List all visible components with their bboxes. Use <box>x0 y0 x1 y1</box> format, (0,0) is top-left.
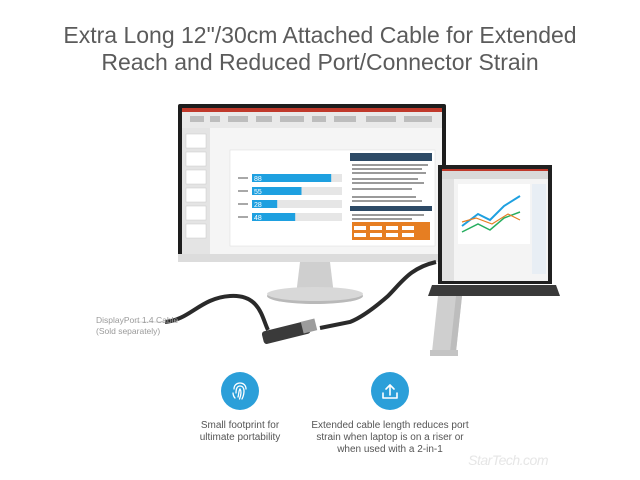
feature-extended-cable: Extended cable length reduces port strai… <box>300 372 480 456</box>
bar-category-mark <box>238 203 248 205</box>
feature-2-line-1: Extended cable length reduces port <box>311 420 469 431</box>
bar-label: 88 <box>254 176 262 183</box>
bar <box>252 213 296 221</box>
feature-small-footprint: Small footprint for ultimate portability <box>185 372 295 444</box>
laptop <box>428 165 560 356</box>
adapter-cable <box>164 260 437 344</box>
bar-category-mark <box>238 190 248 192</box>
bar <box>252 187 302 195</box>
bar <box>252 174 332 182</box>
fingerprint-icon <box>221 372 259 410</box>
callout-line-2: (Sold separately) <box>96 326 161 336</box>
bar-label: 48 <box>254 215 262 222</box>
monitor-bar-chart: 88 55 28 48 <box>238 174 342 222</box>
monitor: 88 55 28 48 <box>178 104 446 304</box>
brand-watermark: StarTech.com <box>468 452 548 468</box>
bar <box>252 200 278 208</box>
feature-1-line-2: ultimate portability <box>199 432 281 443</box>
headline: Extra Long 12"/30cm Attached Cable for E… <box>0 22 640 76</box>
bar-category-mark <box>238 216 248 218</box>
bar-category-mark <box>238 177 248 179</box>
bar-track <box>252 200 342 208</box>
bar-track <box>252 213 342 221</box>
feature-1-line-1: Small footprint for <box>200 420 280 431</box>
bar-label: 28 <box>254 202 262 209</box>
cable-callout: DisplayPort 1.4 Cable (Sold separately) <box>96 315 178 337</box>
upload-arrow-icon <box>371 372 409 410</box>
headline-line-2: Reach and Reduced Port/Connector Strain <box>101 49 539 75</box>
headline-line-1: Extra Long 12"/30cm Attached Cable for E… <box>63 22 577 48</box>
feature-2-line-2: strain when laptop is on a riser or <box>316 432 464 443</box>
bar-label: 55 <box>254 189 262 196</box>
callout-line-1: DisplayPort 1.4 Cable <box>96 315 179 325</box>
feature-2-line-3: when used with a 2-in-1 <box>337 444 443 455</box>
